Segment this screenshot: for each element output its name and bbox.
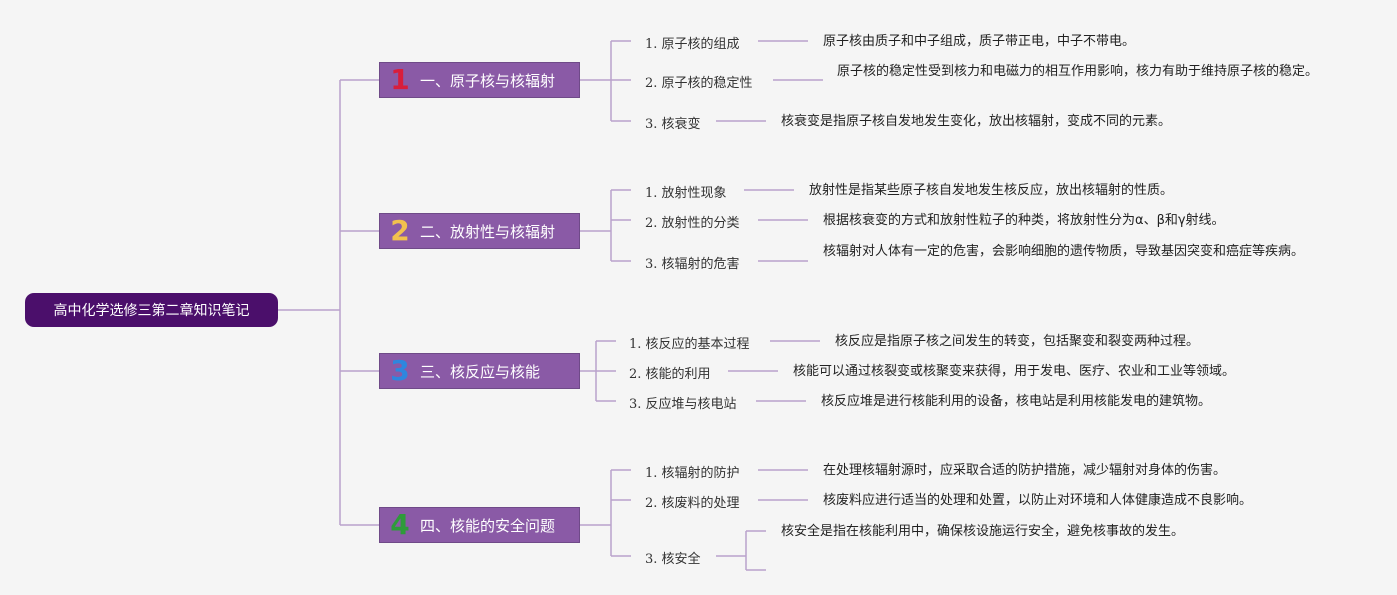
branch-label: 三、核反应与核能 (420, 362, 541, 381)
subtopic-node[interactable]: 3. 核衰变 (645, 117, 701, 132)
subtopic-node[interactable]: 1. 放射性现象 (645, 186, 727, 201)
root-label: 高中化学选修三第二章知识笔记 (53, 303, 250, 319)
branch-node-1[interactable]: 1 一、原子核与核辐射 (379, 62, 580, 98)
description-node[interactable]: 核衰变是指原子核自发地发生变化，放出核辐射，变成不同的元素。 (781, 114, 1172, 129)
subtopic-node[interactable]: 2. 核废料的处理 (645, 496, 740, 511)
description-node[interactable]: 核反应堆是进行核能利用的设备，核电站是利用核能发电的建筑物。 (821, 394, 1212, 409)
branch-node-2[interactable]: 2 二、放射性与核辐射 (379, 213, 580, 249)
subtopic-node[interactable]: 2. 核能的利用 (629, 367, 711, 382)
subtopic-node[interactable]: 1. 核反应的基本过程 (629, 337, 750, 352)
number-3-icon: 3 (390, 354, 410, 387)
subtopic-node[interactable]: 3. 反应堆与核电站 (629, 397, 737, 412)
number-4-icon: 4 (390, 508, 410, 541)
description-node[interactable]: 根据核衰变的方式和放射性粒子的种类，将放射性分为α、β和γ射线。 (823, 213, 1225, 228)
description-node[interactable]: 放射性是指某些原子核自发地发生核反应，放出核辐射的性质。 (809, 183, 1174, 198)
subtopic-node[interactable]: 1. 核辐射的防护 (645, 466, 740, 481)
branch-node-3[interactable]: 3 三、核反应与核能 (379, 353, 580, 389)
subtopic-node[interactable]: 2. 原子核的稳定性 (645, 76, 753, 91)
description-node[interactable]: 在处理核辐射源时，应采取合适的防护措施，减少辐射对身体的伤害。 (823, 463, 1227, 478)
description-node[interactable]: 核反应是指原子核之间发生的转变，包括聚变和裂变两种过程。 (835, 334, 1200, 349)
description-node[interactable]: 核辐射对人体有一定的危害，会影响细胞的遗传物质，导致基因突变和癌症等疾病。 (823, 244, 1305, 259)
branch-label: 二、放射性与核辐射 (420, 222, 556, 241)
number-2-icon: 2 (390, 214, 410, 247)
branch-label: 一、原子核与核辐射 (420, 71, 556, 90)
description-node[interactable]: 核废料应进行适当的处理和处置，以防止对环境和人体健康造成不良影响。 (823, 493, 1253, 508)
description-node[interactable]: 原子核由质子和中子组成，质子带正电，中子不带电。 (823, 34, 1136, 49)
branch-node-4[interactable]: 4 四、核能的安全问题 (379, 507, 580, 543)
description-node[interactable]: 核能可以通过核裂变或核聚变来获得，用于发电、医疗、农业和工业等领域。 (793, 364, 1236, 379)
number-1-icon: 1 (390, 63, 410, 96)
root-node[interactable]: 高中化学选修三第二章知识笔记 (25, 293, 278, 327)
branch-label: 四、核能的安全问题 (420, 516, 556, 535)
description-node[interactable]: 核安全是指在核能利用中，确保核设施运行安全，避免核事故的发生。 (781, 524, 1185, 539)
subtopic-node[interactable]: 3. 核辐射的危害 (645, 257, 740, 272)
subtopic-node[interactable]: 3. 核安全 (645, 552, 701, 567)
subtopic-node[interactable]: 2. 放射性的分类 (645, 216, 740, 231)
description-node[interactable]: 原子核的稳定性受到核力和电磁力的相互作用影响，核力有助于维持原子核的稳定。 (837, 64, 1319, 79)
subtopic-node[interactable]: 1. 原子核的组成 (645, 37, 740, 52)
